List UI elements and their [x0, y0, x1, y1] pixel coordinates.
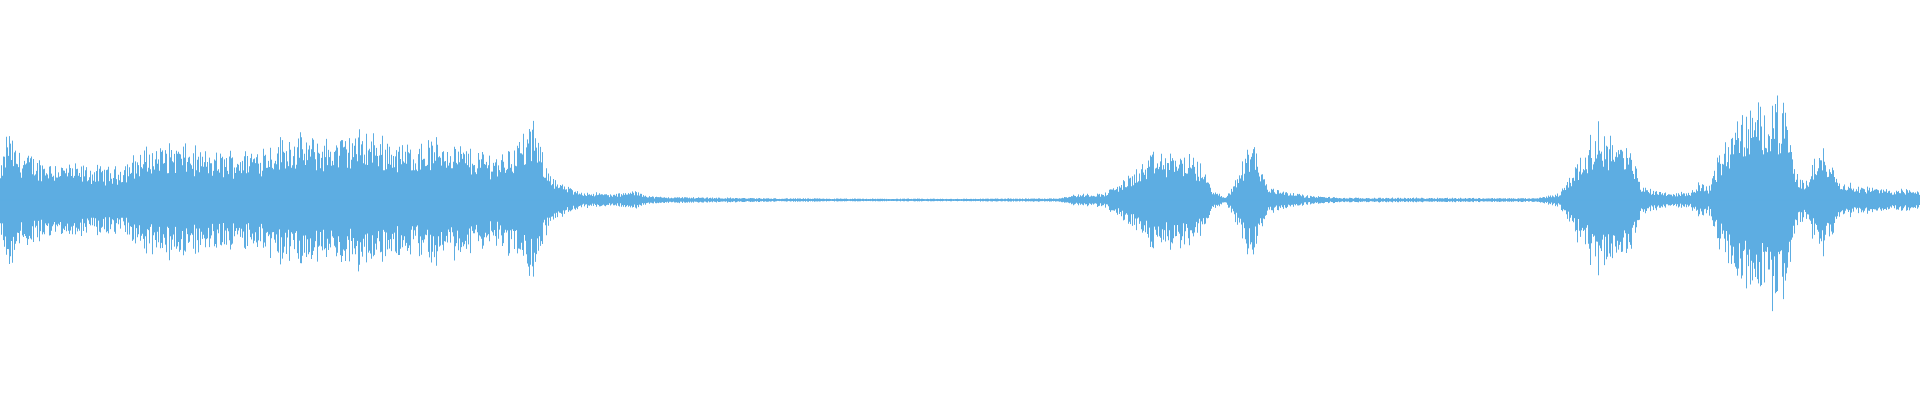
waveform-bars [0, 95, 1920, 312]
waveform-path [0, 95, 1920, 312]
